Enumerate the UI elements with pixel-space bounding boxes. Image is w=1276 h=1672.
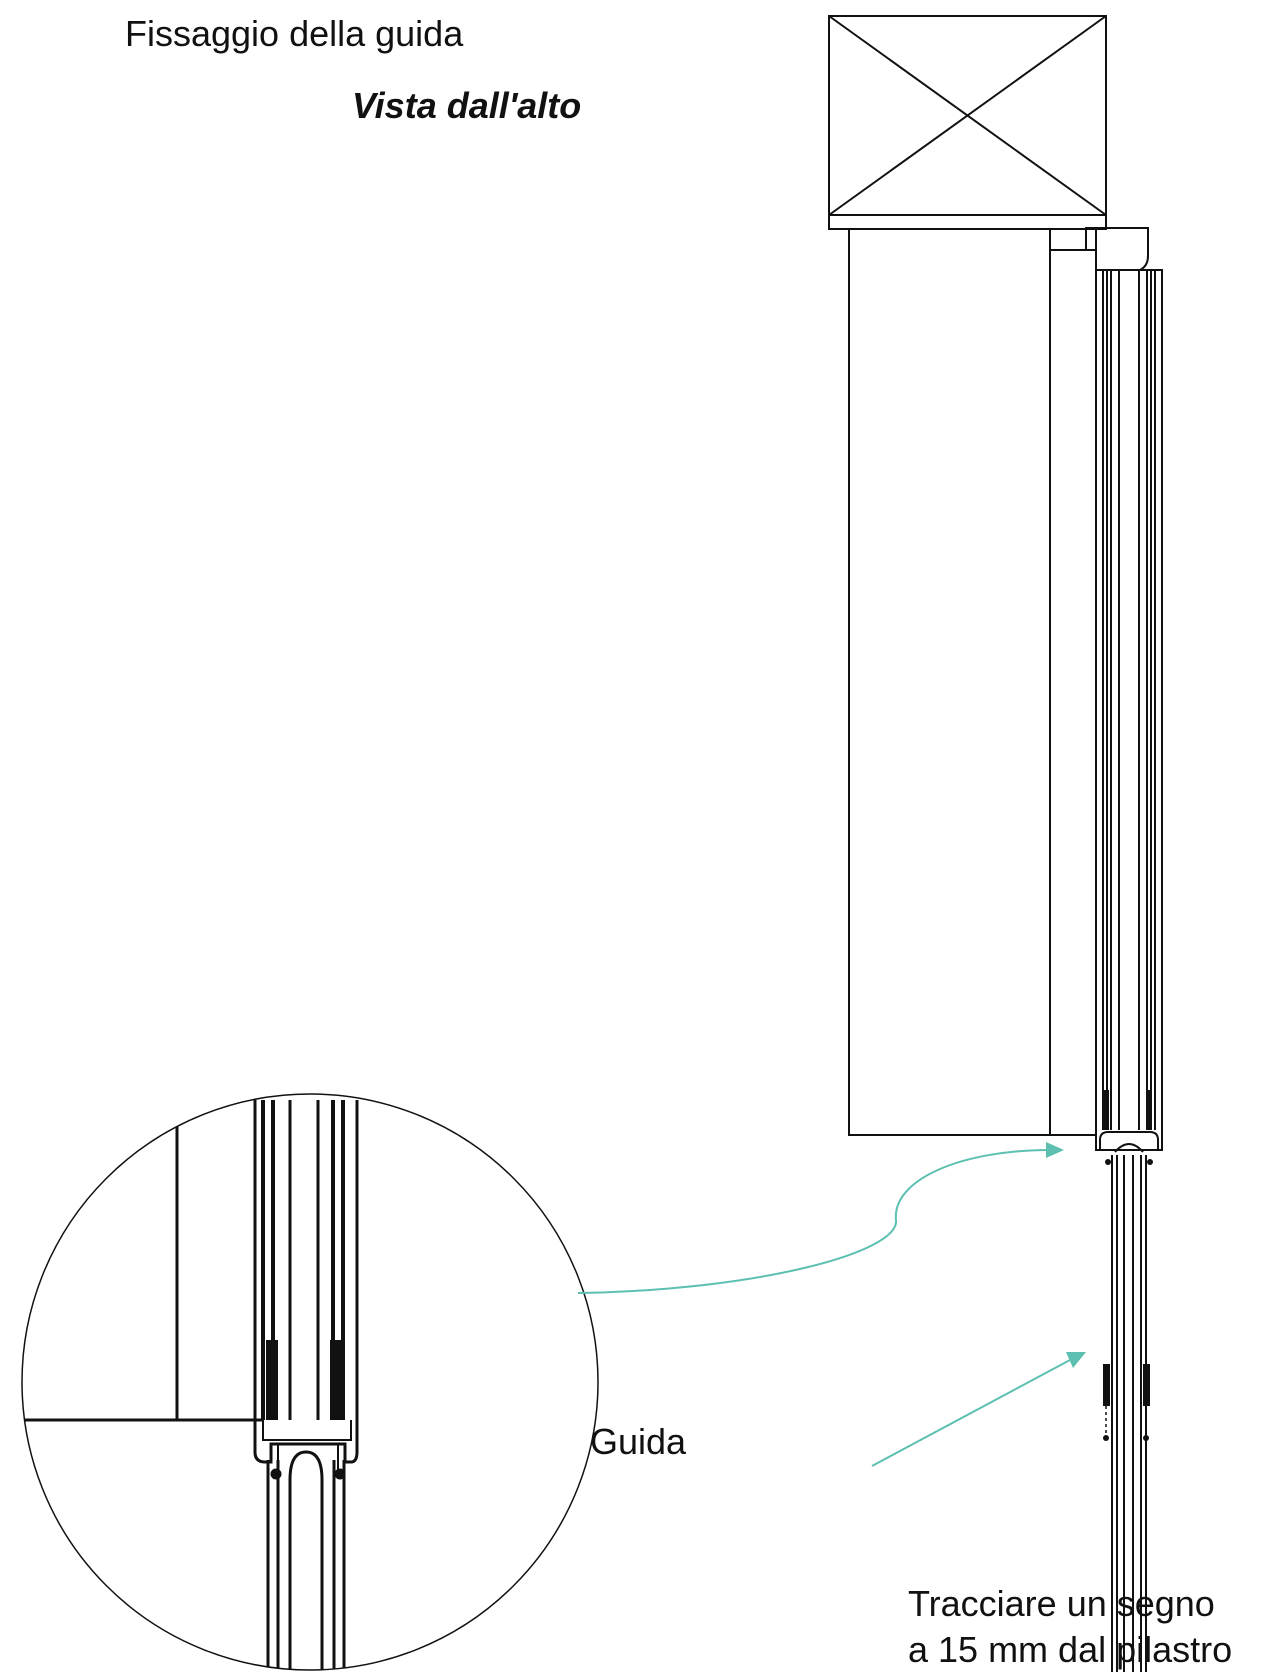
door-leaf: [848, 227, 1097, 1136]
guide-rail: [1095, 227, 1163, 1153]
screw-markers: [1103, 1364, 1150, 1441]
guida-label: Guida: [590, 1421, 687, 1462]
instruction-line-2: a 15 mm dal pilastro: [908, 1629, 1233, 1670]
diagram-title: Fissaggio della guida: [125, 13, 464, 54]
instruction-line-1: Tracciare un segno: [908, 1583, 1215, 1624]
rail-fasteners: [1103, 1090, 1153, 1165]
pillar-cross-section: [828, 15, 1107, 230]
view-subtitle: Vista dall'alto: [352, 85, 582, 126]
detail-connector-arrow: [577, 1142, 1064, 1294]
detail-magnifier: [21, 1093, 599, 1671]
mark-pointer-arrow: [871, 1352, 1086, 1467]
